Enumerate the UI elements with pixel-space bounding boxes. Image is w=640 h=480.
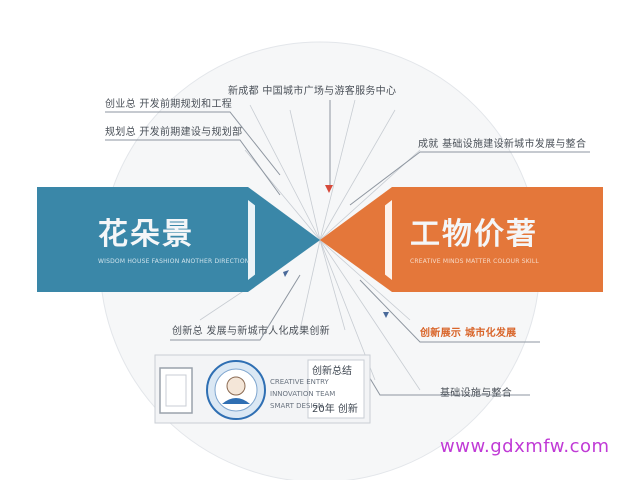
left-banner-tip [255,205,320,275]
leader-line [105,111,281,176]
leader-line [349,151,590,206]
label-bottom-left: 创新总 发展与新城市人化成果创新 [172,326,330,337]
card-title: 创新总结 [312,366,352,377]
card-divider [307,359,365,419]
arrow-marker-blue [283,270,289,277]
right-banner-title: 工物价著 [410,217,538,252]
label-bottom-right: 创新展示 城市化发展 [420,328,517,339]
arrow-marker-blue [383,312,389,318]
label-top-left-1: 创业总 开发前期规划和工程 [105,99,233,110]
label-bottom-right-line: 基础设施与整合 [440,388,513,399]
left-banner-title: 花朵景 [98,217,194,252]
radial-line [319,239,346,331]
watermark-text: www.gdxmfw.com [440,436,610,457]
card-photo-inner [165,374,187,407]
radial-line [289,109,321,241]
left-banner-subtitle: WISDOM HOUSE FASHION ANOTHER DIRECTION [98,258,250,265]
right-banner-tip [320,205,385,275]
leader-line [359,279,540,343]
card-subtitle: 20年 创新 [312,404,358,415]
card-text-line: SMART DESIGN [270,402,324,410]
avatar-face [226,376,246,396]
radial-line [249,104,321,241]
label-top-center: 新成都 中国城市广场与游客服务中心 [228,86,397,97]
avatar-body [222,398,250,404]
card-text-line: CREATIVE ENTRY [270,378,329,386]
radial-line [319,239,411,321]
right-banner-subtitle: CREATIVE MINDS MATTER COLOUR SKILL [410,258,539,265]
label-top-left-2: 规划总 开发前期建设与规划部 [105,127,243,138]
radial-lines [199,99,421,391]
radial-line [319,239,421,391]
leader-line [105,139,281,196]
radial-line [319,99,356,241]
radial-line [299,239,321,331]
label-top-right: 成就 基础设施建设新城市发展与整合 [418,139,587,150]
arrow-marker-red [325,185,333,193]
card-text-line: INNOVATION TEAM [270,390,336,398]
leader-line [170,274,301,341]
radial-line [244,149,321,241]
radial-line [319,109,396,241]
